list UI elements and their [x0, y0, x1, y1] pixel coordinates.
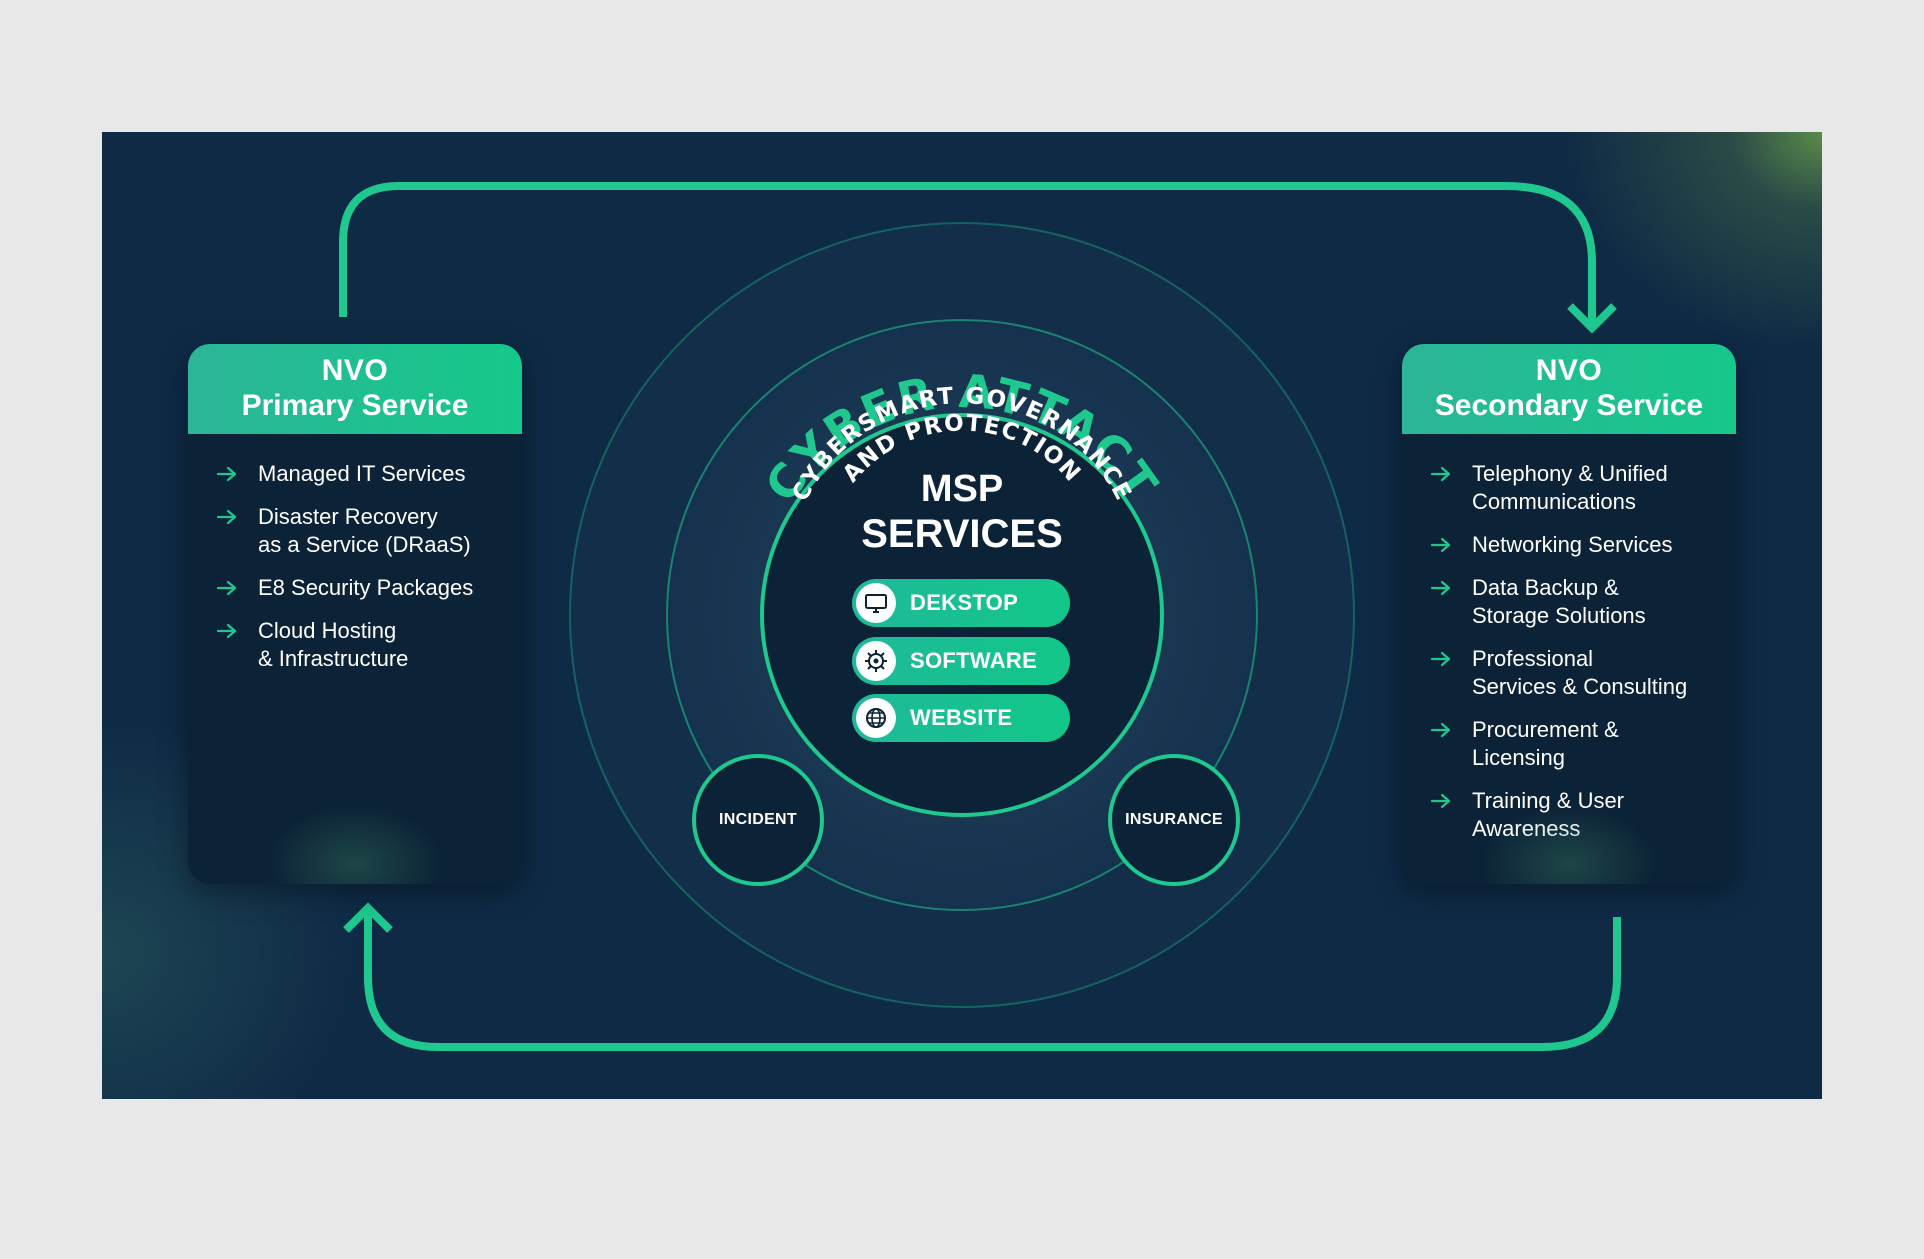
service-list-item-label: Disaster Recovery as a Service (DRaaS)	[258, 504, 471, 557]
service-list-item: Procurement & Licensing	[1430, 716, 1716, 772]
flow-arrow-top	[339, 182, 1596, 322]
service-list-item: Data Backup & Storage Solutions	[1430, 574, 1716, 630]
service-list-item-label: E8 Security Packages	[258, 575, 474, 600]
service-list-item-label: Telephony & Unified Communications	[1472, 461, 1668, 514]
msp-title-line1: MSP	[920, 468, 1004, 510]
pill-website: WEBSITE	[852, 694, 1070, 742]
insurance-circle: INSURANCE	[1108, 754, 1240, 886]
msp-services-title: MSP SERVICES	[762, 467, 1162, 557]
arrow-right-icon	[1430, 574, 1452, 602]
incident-label: INCIDENT	[719, 811, 797, 828]
arrow-right-icon	[216, 617, 238, 645]
secondary-service-card: NVO Secondary Service Telephony & Unifie…	[1402, 344, 1736, 884]
card-glow	[1479, 804, 1659, 884]
service-list-item-label: Networking Services	[1472, 532, 1673, 557]
service-list-item-label: Managed IT Services	[258, 461, 466, 486]
service-list-item: Managed IT Services	[216, 460, 502, 488]
service-list-item: Networking Services	[1430, 531, 1716, 559]
service-list-item-label: Procurement & Licensing	[1472, 717, 1619, 770]
arrow-right-icon	[1430, 787, 1452, 815]
primary-service-title: Primary Service	[241, 389, 469, 422]
monitor-icon	[856, 583, 896, 623]
arrow-right-icon	[1430, 716, 1452, 744]
insurance-label: INSURANCE	[1125, 811, 1223, 828]
arrow-right-icon	[1430, 645, 1452, 673]
globe-icon	[856, 698, 896, 738]
incident-circle: INCIDENT	[692, 754, 824, 886]
primary-service-title-brand: NVO	[321, 354, 389, 387]
flow-arrowhead-down	[1567, 303, 1617, 334]
arrow-right-icon	[1430, 460, 1452, 488]
service-list-item: Training & User Awareness	[1430, 787, 1716, 843]
service-list-item-label: Data Backup & Storage Solutions	[1472, 575, 1646, 628]
service-list-item: Cloud Hosting & Infrastructure	[216, 617, 502, 673]
flow-arrow-bottom	[364, 912, 1621, 1051]
msp-title-line2: SERVICES	[861, 512, 1063, 556]
service-list-item: Disaster Recovery as a Service (DRaaS)	[216, 503, 502, 559]
service-list-item: E8 Security Packages	[216, 574, 502, 602]
arrow-right-icon	[216, 574, 238, 602]
card-glow	[265, 804, 445, 884]
secondary-service-header: NVO Secondary Service	[1402, 344, 1736, 434]
service-list-item-label: Training & User Awareness	[1472, 788, 1625, 841]
primary-service-header: NVO Primary Service	[188, 344, 522, 434]
service-list-item: Professional Services & Consulting	[1430, 645, 1716, 701]
service-list-item-label: Professional Services & Consulting	[1472, 646, 1688, 699]
pill-desktop-label: DEKSTOP	[910, 590, 1019, 615]
arrow-right-icon	[216, 460, 238, 488]
pill-desktop: DEKSTOP	[852, 579, 1070, 627]
diagram-slide: CYBER ATTACT CYBERSMART GOVERNANCE AND P…	[102, 132, 1822, 1099]
secondary-service-title: Secondary Service	[1434, 389, 1704, 422]
service-list-item-label: Cloud Hosting & Infrastructure	[258, 618, 409, 671]
service-list-item: Telephony & Unified Communications	[1430, 460, 1716, 516]
flow-arrowhead-up	[343, 902, 393, 933]
secondary-service-title-brand: NVO	[1535, 354, 1603, 387]
arrow-right-icon	[216, 503, 238, 531]
pill-software-label: SOFTWARE	[910, 648, 1038, 673]
arrow-right-icon	[1430, 531, 1452, 559]
pill-software: SOFTWARE	[852, 637, 1070, 685]
pill-website-label: WEBSITE	[910, 705, 1013, 730]
gear-icon	[856, 641, 896, 681]
